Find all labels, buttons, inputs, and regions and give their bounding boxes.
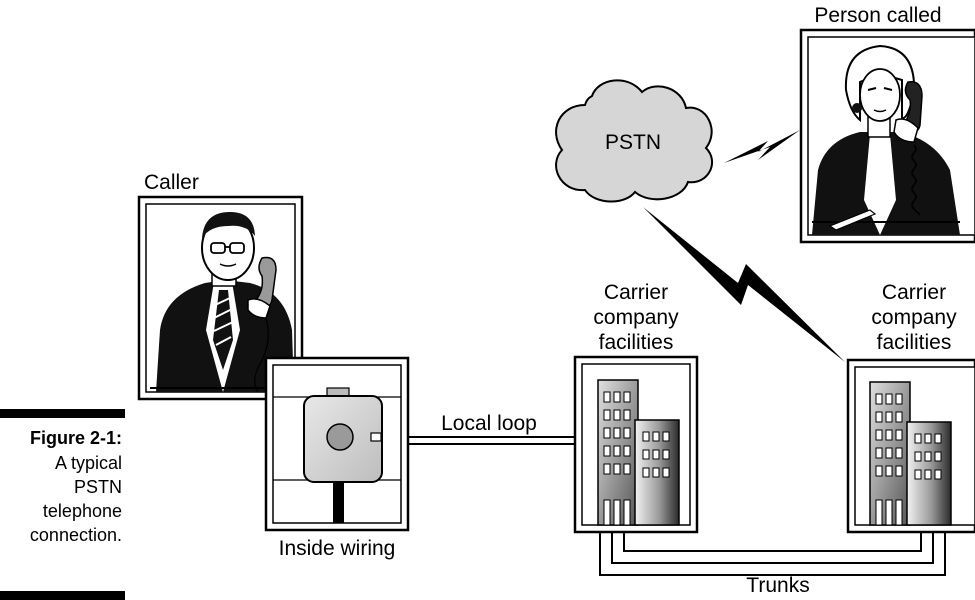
carrier-left-line-3: facilities: [599, 331, 674, 354]
carrier-right-building: [846, 358, 975, 534]
pstn-cloud: [555, 79, 713, 203]
caption-top-rule: [0, 409, 125, 418]
person-called-label: Person called: [814, 4, 941, 27]
carrier-left-line-1: Carrier: [604, 281, 668, 304]
caption-line-1: A typical: [55, 453, 122, 473]
wireless-link-icon: [724, 130, 800, 163]
figure-label: Figure 2-1:: [30, 428, 122, 448]
carrier-right-line-3: facilities: [877, 331, 952, 354]
carrier-left-building: [573, 355, 699, 534]
caller-label: Caller: [144, 171, 199, 194]
local-loop-label: Local loop: [441, 412, 537, 435]
pstn-label: PSTN: [605, 131, 661, 154]
caption-bottom-rule: [0, 591, 125, 600]
inside-wiring-picture: [264, 356, 410, 532]
person-called-picture: [799, 28, 975, 244]
carrier-left-line-2: company: [593, 306, 679, 329]
inside-wiring-label: Inside wiring: [279, 537, 396, 560]
caption-line-2: PSTN: [74, 477, 122, 497]
trunks-link: [599, 532, 946, 576]
local-loop-link: [408, 436, 575, 445]
carrier-right-line-1: Carrier: [882, 281, 946, 304]
caption-line-3: telephone: [43, 501, 122, 521]
trunks-label: Trunks: [746, 574, 809, 597]
caller-picture: [137, 195, 304, 401]
wireless-link-icon-2: [643, 207, 845, 362]
caption-line-4: connection.: [30, 525, 122, 545]
carrier-right-line-2: company: [871, 306, 957, 329]
